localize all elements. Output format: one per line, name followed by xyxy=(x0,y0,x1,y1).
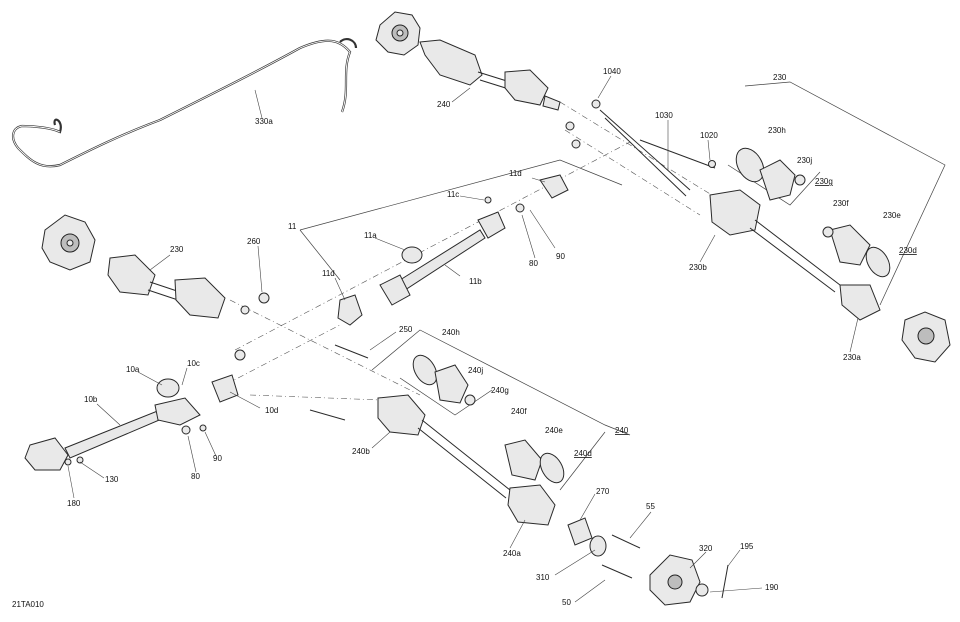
boot-kit-230 xyxy=(735,147,891,278)
callout-11c: 11c xyxy=(447,190,459,199)
callout-320: 320 xyxy=(699,544,713,553)
callout-240g: 240g xyxy=(491,386,509,395)
assembly-axes xyxy=(214,101,721,401)
callout-1020: 1020 xyxy=(700,131,718,140)
axle-240-lower xyxy=(377,394,556,526)
callout-11a: 11a xyxy=(364,231,377,240)
bolts-250 xyxy=(309,344,369,421)
callout-230-top: 230 xyxy=(773,73,787,82)
callout-180: 180 xyxy=(67,499,81,508)
callout-240h: 240h xyxy=(442,328,460,337)
callout-11: 11 xyxy=(288,222,297,231)
callout-230a: 230a xyxy=(843,353,861,362)
group-frame-230 xyxy=(727,81,946,306)
diagram-id: 21TA010 xyxy=(12,600,44,609)
callout-10d: 10d xyxy=(265,406,278,415)
callout-250: 250 xyxy=(399,325,413,334)
callout-310: 310 xyxy=(536,573,550,582)
callout-195: 195 xyxy=(740,542,754,551)
prop-shaft-10 xyxy=(24,374,239,471)
callout-240b: 240b xyxy=(352,447,370,456)
axle-240-upper xyxy=(419,39,561,111)
axle-230-left xyxy=(107,254,270,361)
callout-90-left: 90 xyxy=(213,454,222,463)
cable-330a xyxy=(12,38,358,168)
group-frame-11 xyxy=(299,159,623,281)
callout-240j: 240j xyxy=(468,366,483,375)
callout-230-left: 230 xyxy=(170,245,184,254)
hub-320-studs xyxy=(601,534,729,606)
callout-240e: 240e xyxy=(545,426,563,435)
bearing-270-seal-310 xyxy=(567,517,607,557)
callout-270: 270 xyxy=(596,487,610,496)
callout-230e: 230e xyxy=(883,211,901,220)
callout-240f: 240f xyxy=(511,407,527,416)
callout-230b: 230b xyxy=(689,263,707,272)
callout-190: 190 xyxy=(765,583,779,592)
callout-130: 130 xyxy=(105,475,119,484)
callout-230f: 230f xyxy=(833,199,849,208)
group-frame-240 xyxy=(371,329,631,491)
bolts-1020-1030-1040 xyxy=(565,99,716,197)
callout-80-left: 80 xyxy=(191,472,200,481)
callout-230h: 230h xyxy=(768,126,786,135)
callout-260: 260 xyxy=(247,237,261,246)
callout-80-top: 80 xyxy=(529,259,538,268)
callout-55: 55 xyxy=(646,502,655,511)
callout-11d: 11d xyxy=(322,269,335,278)
wheel-hub-top xyxy=(375,11,421,56)
callout-230j: 230j xyxy=(797,156,812,165)
callout-leaders xyxy=(67,75,859,603)
callout-50: 50 xyxy=(562,598,571,607)
prop-shaft-11 xyxy=(337,174,569,326)
callout-330a: 330a xyxy=(255,117,273,126)
callout-10c: 10c xyxy=(187,359,200,368)
wheel-hub-right xyxy=(901,311,951,363)
callout-240-top: 240 xyxy=(437,100,451,109)
wheel-hub-left xyxy=(41,214,96,271)
callout-240-mid: 240 xyxy=(615,426,629,435)
callout-1030: 1030 xyxy=(655,111,673,120)
callout-labels: 330a 240 1040 1030 1020 230 230h 230j 23… xyxy=(67,67,917,607)
boot-kit-240 xyxy=(412,354,565,484)
callout-11b: 11b xyxy=(469,277,482,286)
axle-230-right xyxy=(709,189,881,321)
callout-11d-top: 11d xyxy=(509,169,522,178)
callout-90-top: 90 xyxy=(556,252,565,261)
callout-1040: 1040 xyxy=(603,67,621,76)
callout-240d: 240d xyxy=(574,449,592,458)
callout-10a: 10a xyxy=(126,365,140,374)
callout-240a: 240a xyxy=(503,549,521,558)
callout-230g: 230g xyxy=(815,177,833,186)
callout-230d: 230d xyxy=(899,246,917,255)
callout-10b: 10b xyxy=(84,395,98,404)
